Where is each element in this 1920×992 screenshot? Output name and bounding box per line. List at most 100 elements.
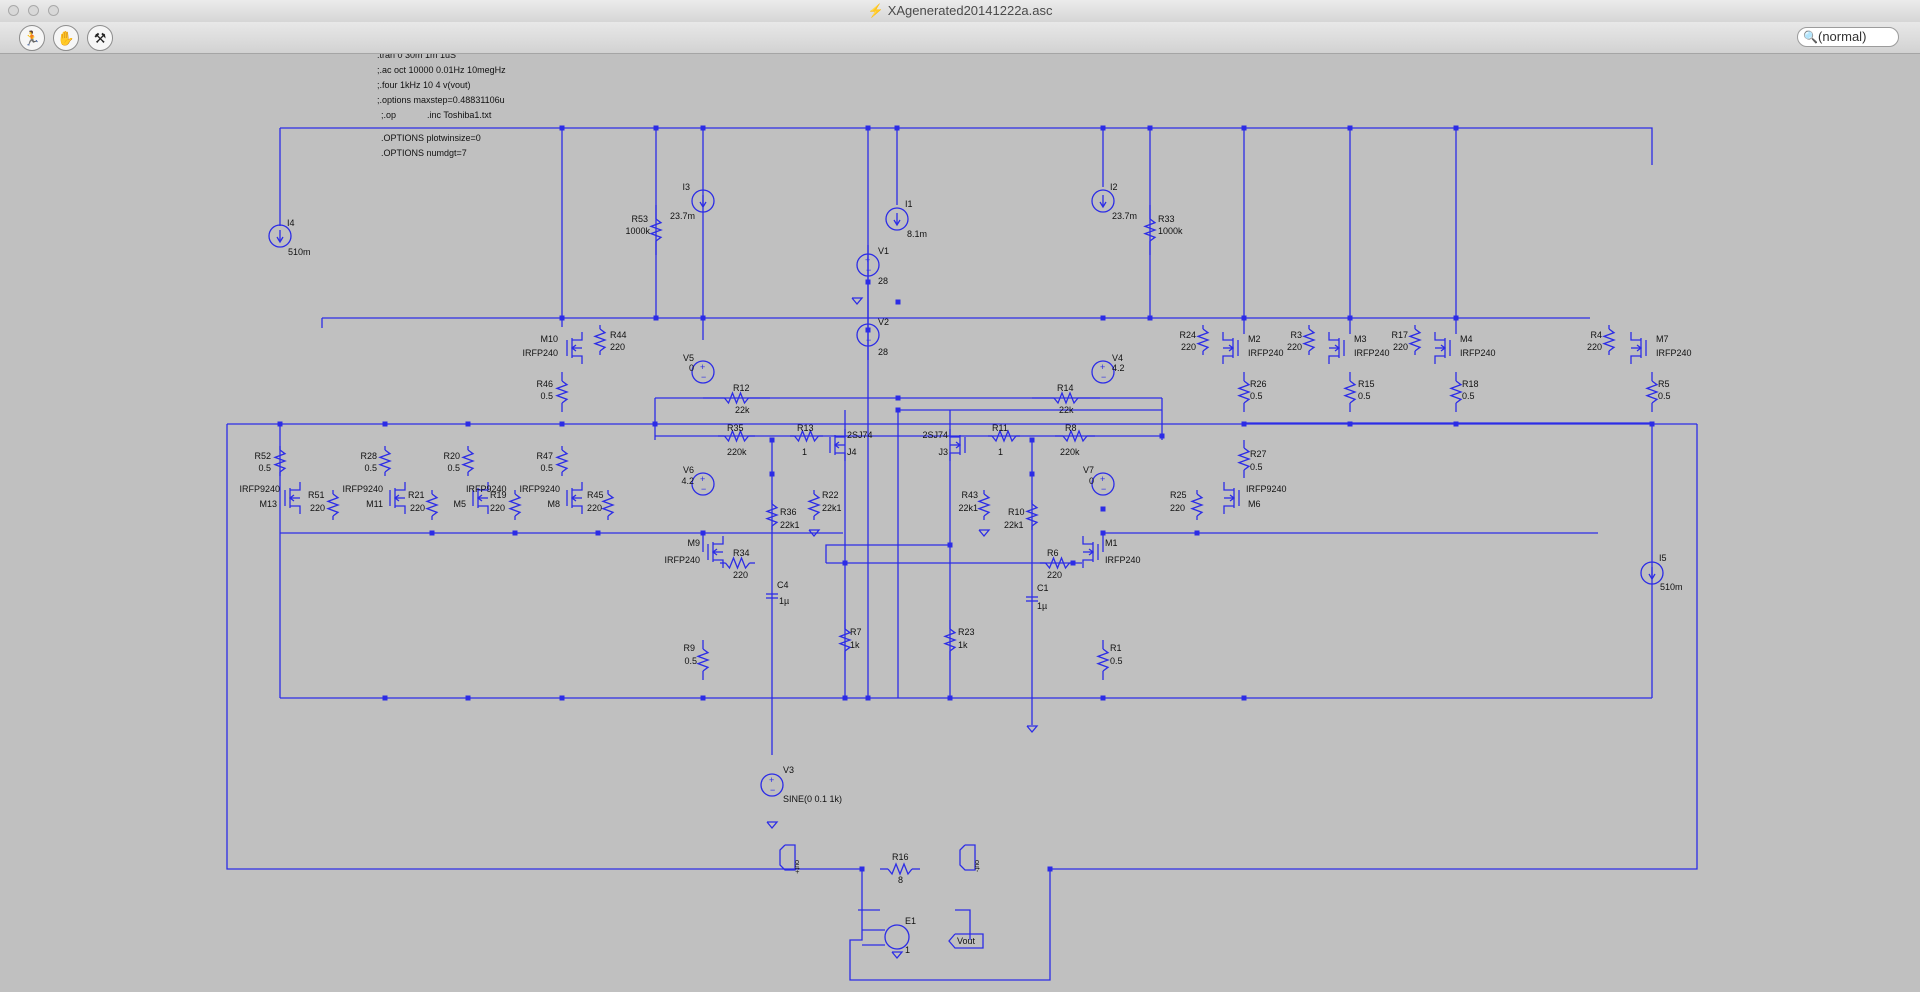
junction xyxy=(1241,695,1247,701)
label-r17v: 220 xyxy=(1393,342,1408,352)
label-v3v: SINE(0 0.1 1k) xyxy=(783,794,842,804)
resistor xyxy=(723,391,750,405)
net-label-out-minus: out- xyxy=(973,860,980,873)
label-r45: R45 xyxy=(587,490,604,500)
spice-directive: .inc Toshiba1.txt xyxy=(427,110,492,120)
label-r44v: 220 xyxy=(610,342,625,352)
resistor xyxy=(649,218,663,242)
junction xyxy=(842,695,848,701)
junction xyxy=(559,695,565,701)
resistor xyxy=(1025,503,1039,527)
label-r14: R14 xyxy=(1057,383,1074,393)
halt-button[interactable]: ✋ xyxy=(53,25,79,51)
label-m10m: IRFP240 xyxy=(522,348,558,358)
close-window-button[interactable] xyxy=(8,5,19,16)
label-r51v: 220 xyxy=(310,503,325,513)
label-v2: V2 xyxy=(878,317,889,327)
label-m8m: IRFP9240 xyxy=(519,484,560,494)
resistor xyxy=(1343,380,1357,404)
resistor xyxy=(1196,328,1210,352)
resistor xyxy=(887,862,913,876)
junction xyxy=(700,315,706,321)
label-r34v: 220 xyxy=(733,570,748,580)
label-r33: R33 xyxy=(1158,214,1175,224)
label-v3: V3 xyxy=(783,765,794,775)
resistor xyxy=(1190,493,1204,517)
label-r16v: 8 xyxy=(898,875,903,885)
label-r13v: 1 xyxy=(802,447,807,457)
label-r7: R7 xyxy=(850,627,862,637)
label-v4: V4 xyxy=(1112,353,1123,363)
current-source-icon xyxy=(268,224,292,248)
resistor xyxy=(807,493,821,517)
probe-button[interactable]: ⚒ xyxy=(87,25,113,51)
junction xyxy=(1159,433,1165,439)
label-r28v: 0.5 xyxy=(364,463,377,473)
spice-directive: ;.four 1kHz 10 4 v(vout) xyxy=(377,80,471,90)
schematic-svg[interactable]: +−+−+−+−+−+−+− I4510mI323.7mI18.1mV128V2… xyxy=(0,50,1920,987)
resistor xyxy=(1237,447,1251,471)
label-v2v: 28 xyxy=(878,347,888,357)
label-r5v: 0.5 xyxy=(1658,391,1671,401)
label-i5v: 510m xyxy=(1660,582,1683,592)
spice-directive: ;.ac oct 10000 0.01Hz 10megHz xyxy=(377,65,506,75)
resistor xyxy=(508,493,522,517)
junction xyxy=(1347,315,1353,321)
junction xyxy=(865,125,871,131)
junction xyxy=(1100,695,1106,701)
label-r14v: 22k xyxy=(1059,405,1074,415)
spice-directive: .OPTIONS plotwinsize=0 xyxy=(381,133,481,143)
schematic-file-icon: ⚡ xyxy=(867,3,884,18)
label-r11: R11 xyxy=(992,423,1008,433)
junction xyxy=(1029,471,1035,477)
resistor xyxy=(425,493,439,517)
label-m9m: IRFP240 xyxy=(664,555,700,565)
zoom-window-button[interactable] xyxy=(48,5,59,16)
label-v4v: 4.2 xyxy=(1112,363,1125,373)
label-r15v: 0.5 xyxy=(1358,391,1371,401)
resistor xyxy=(1449,380,1463,404)
label-r22v: 22k1 xyxy=(822,503,842,513)
run-button[interactable]: 🏃 xyxy=(19,25,45,51)
resistor xyxy=(696,648,710,672)
junction xyxy=(652,421,658,427)
resistor xyxy=(326,493,340,517)
svg-text:+: + xyxy=(1100,474,1105,484)
resistor xyxy=(943,628,957,652)
label-i2v: 23.7m xyxy=(1112,211,1137,221)
resistor xyxy=(1062,429,1088,443)
label-v7v: 0 xyxy=(1089,476,1094,486)
label-m13: M13 xyxy=(259,499,277,509)
schematic-canvas[interactable]: +−+−+−+−+−+−+− I4510mI323.7mI18.1mV128V2… xyxy=(0,50,1920,987)
label-m3m: IRFP240 xyxy=(1354,348,1390,358)
label-i4v: 510m xyxy=(288,247,311,257)
label-m2: M2 xyxy=(1248,334,1261,344)
label-i3v: 23.7m xyxy=(670,211,695,221)
label-r26v: 0.5 xyxy=(1250,391,1263,401)
label-r36: R36 xyxy=(780,507,797,517)
label-r24: R24 xyxy=(1179,330,1196,340)
junction xyxy=(859,866,865,872)
label-r9: R9 xyxy=(683,643,695,653)
label-r22: R22 xyxy=(822,490,839,500)
wire xyxy=(849,869,1051,981)
current-source-icon xyxy=(1640,561,1664,585)
resistor xyxy=(723,429,750,443)
resistor xyxy=(1408,328,1422,352)
label-r43v: 22k1 xyxy=(958,503,978,513)
label-c4: C4 xyxy=(777,580,789,590)
search-field[interactable]: 🔍(normal) xyxy=(1797,27,1899,47)
minimize-window-button[interactable] xyxy=(28,5,39,16)
label-r28: R28 xyxy=(360,451,377,461)
junction xyxy=(1147,315,1153,321)
svg-text:−: − xyxy=(866,265,871,275)
junction xyxy=(700,530,706,536)
voltage-source-icon xyxy=(856,253,880,277)
label-r35: R35 xyxy=(727,423,744,433)
resistor xyxy=(724,556,751,570)
wire xyxy=(1050,424,1698,870)
label-v1: V1 xyxy=(878,246,889,256)
resistor xyxy=(1096,648,1110,672)
wire xyxy=(955,909,971,940)
junction xyxy=(559,125,565,131)
